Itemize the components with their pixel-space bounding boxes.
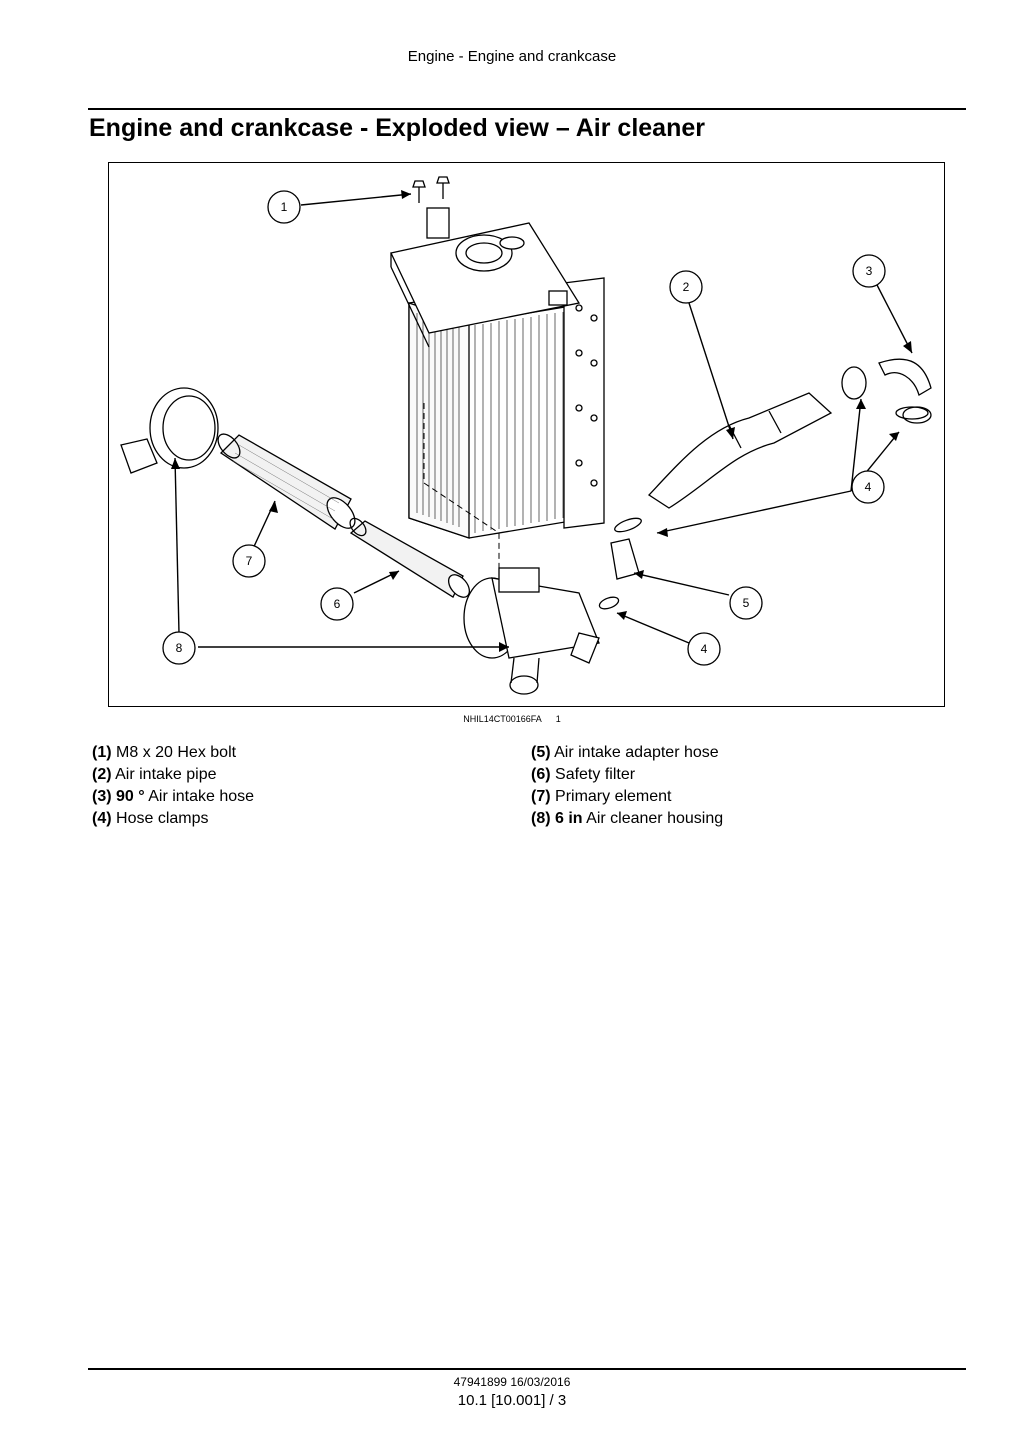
legend-text: Air intake hose	[148, 788, 255, 805]
footer-page-reference: 10.1 [10.001] / 3	[457, 1392, 567, 1409]
radiator-illustration	[390, 176, 605, 539]
exploded-view-figure: 1 2 3 4 4 5 6 7 8	[108, 162, 945, 707]
callout-3: 3	[866, 264, 873, 278]
legend-item: (3) 90 ° Air intake hose	[92, 786, 254, 808]
legend-text: Air cleaner housing	[586, 810, 724, 827]
legend-column-left: (1) M8 x 20 Hex bolt (2) Air intake pipe…	[92, 742, 254, 830]
legend-number: (7)	[531, 788, 551, 805]
legend-item: (2) Air intake pipe	[92, 764, 254, 786]
legend-column-right: (5) Air intake adapter hose (6) Safety f…	[531, 742, 723, 830]
legend-item: (1) M8 x 20 Hex bolt	[92, 742, 254, 764]
legend-item: (8) 6 in Air cleaner housing	[531, 808, 723, 830]
housing-end-cap	[120, 387, 219, 474]
page-title: Engine and crankcase - Exploded view – A…	[89, 114, 705, 142]
legend-number: (5)	[531, 744, 551, 761]
running-header: Engine - Engine and crankcase	[407, 48, 617, 65]
elbow-hose-illustration	[841, 358, 932, 424]
callout-4-upper: 4	[865, 480, 872, 494]
legend-qualifier: 90 °	[116, 788, 145, 805]
callout-7: 7	[246, 554, 253, 568]
legend-number: (8)	[531, 810, 551, 827]
legend-number: (6)	[531, 766, 551, 783]
legend-item: (7) Primary element	[531, 786, 723, 808]
callout-6: 6	[334, 597, 341, 611]
legend-text: Air intake adapter hose	[554, 744, 719, 761]
adapter-hose-illustration	[598, 517, 642, 610]
legend-item: (4) Hose clamps	[92, 808, 254, 830]
legend-text: Primary element	[555, 788, 672, 805]
figure-code: NHIL14CT00166FA	[463, 714, 542, 724]
callout-2: 2	[683, 280, 690, 294]
air-intake-pipe-illustration	[647, 392, 833, 509]
callout-8: 8	[176, 641, 183, 655]
legend-text: Air intake pipe	[115, 766, 217, 783]
legend-qualifier: 6 in	[555, 810, 583, 827]
callout-1: 1	[281, 200, 288, 214]
footer-rule	[88, 1368, 966, 1370]
safety-filter-illustration	[349, 517, 471, 598]
legend-text: Safety filter	[555, 766, 636, 783]
figure-number: 1	[555, 714, 561, 724]
legend-text: Hose clamps	[116, 810, 209, 827]
figure-caption: NHIL14CT00166FA 1	[0, 714, 1024, 724]
legend-number: (1)	[92, 744, 112, 761]
primary-element-illustration	[217, 433, 356, 530]
legend-item: (6) Safety filter	[531, 764, 723, 786]
legend-text: M8 x 20 Hex bolt	[116, 744, 237, 761]
legend-number: (4)	[92, 810, 112, 827]
callout-4-lower: 4	[701, 642, 708, 656]
legend-number: (3)	[92, 788, 112, 805]
callout-5: 5	[743, 596, 750, 610]
air-cleaner-housing-illustration	[463, 567, 600, 695]
header-rule	[88, 108, 966, 110]
legend-number: (2)	[92, 766, 112, 783]
footer-document-id: 47941899 16/03/2016	[453, 1375, 571, 1389]
legend-item: (5) Air intake adapter hose	[531, 742, 723, 764]
